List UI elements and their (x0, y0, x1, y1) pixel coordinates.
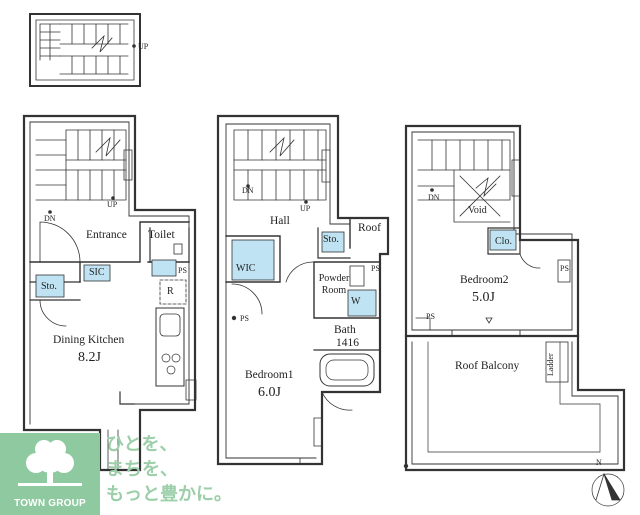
tree-icon (18, 440, 82, 486)
toilet-label: Toilet (148, 229, 175, 241)
stair-down-label-f1: DN (44, 214, 56, 223)
roof-balcony-label: Roof Balcony (455, 360, 520, 372)
void-label: Void (468, 205, 487, 216)
ps-label-f2b: PS (240, 314, 249, 323)
slogan-line-3: もっと豊かに。 (106, 484, 232, 505)
roof-label: Roof (358, 222, 381, 234)
stair-up-label-top: UP (138, 42, 149, 51)
ps-label-f1: PS (178, 266, 187, 275)
powder-room-label: Powder Room (318, 273, 350, 296)
stair-down-label-f3: DN (428, 193, 440, 202)
stair-up-label-f2: UP (300, 204, 311, 213)
wic-label: WIC (236, 263, 256, 274)
brand-name: TOWN GROUP (14, 498, 86, 509)
ps-label-f3: PS (560, 264, 569, 273)
slogan-line-2: まちを、 (106, 459, 178, 480)
storage-label-f1: Sto. (41, 281, 57, 292)
dining-kitchen-label: Dining Kitchen (53, 334, 125, 346)
bedroom2-label: Bedroom2 (460, 274, 509, 286)
north-arrow (591, 472, 625, 507)
stair-up-label-f1: UP (107, 200, 118, 209)
ladder-label: Ladder (546, 353, 555, 376)
bath-label: Bath (334, 324, 356, 336)
dining-kitchen-size: 8.2J (78, 350, 101, 365)
bedroom1-size: 6.0J (258, 385, 281, 400)
north-label: N (596, 458, 602, 467)
bath-size: 1416 (336, 337, 359, 349)
slogan-line-1: ひとを、 (106, 434, 178, 455)
sic-label: SIC (89, 267, 105, 278)
floor-2-walls (216, 114, 390, 466)
hall-label: Hall (270, 215, 290, 227)
bedroom1-label: Bedroom1 (245, 369, 294, 381)
bedroom2-size: 5.0J (472, 290, 495, 305)
stair-down-label-f2: DN (242, 186, 254, 195)
entrance-label: Entrance (86, 229, 127, 241)
washer-label: W (351, 296, 361, 307)
top-staircase (29, 13, 141, 87)
floor-1-walls (22, 114, 197, 472)
town-group-logo: TOWN GROUP (0, 433, 100, 515)
ps-label-f3b: PS (426, 312, 435, 321)
closet-label: Clo. (495, 236, 512, 247)
brand-slogan: ひとを、 まちを、 もっと豊かに。 (106, 432, 232, 507)
floor-3-walls (403, 124, 626, 472)
ps-label-f2: PS (371, 264, 380, 273)
refrigerator-label: R (167, 286, 174, 297)
storage-label-f2: Sto. (323, 234, 339, 245)
